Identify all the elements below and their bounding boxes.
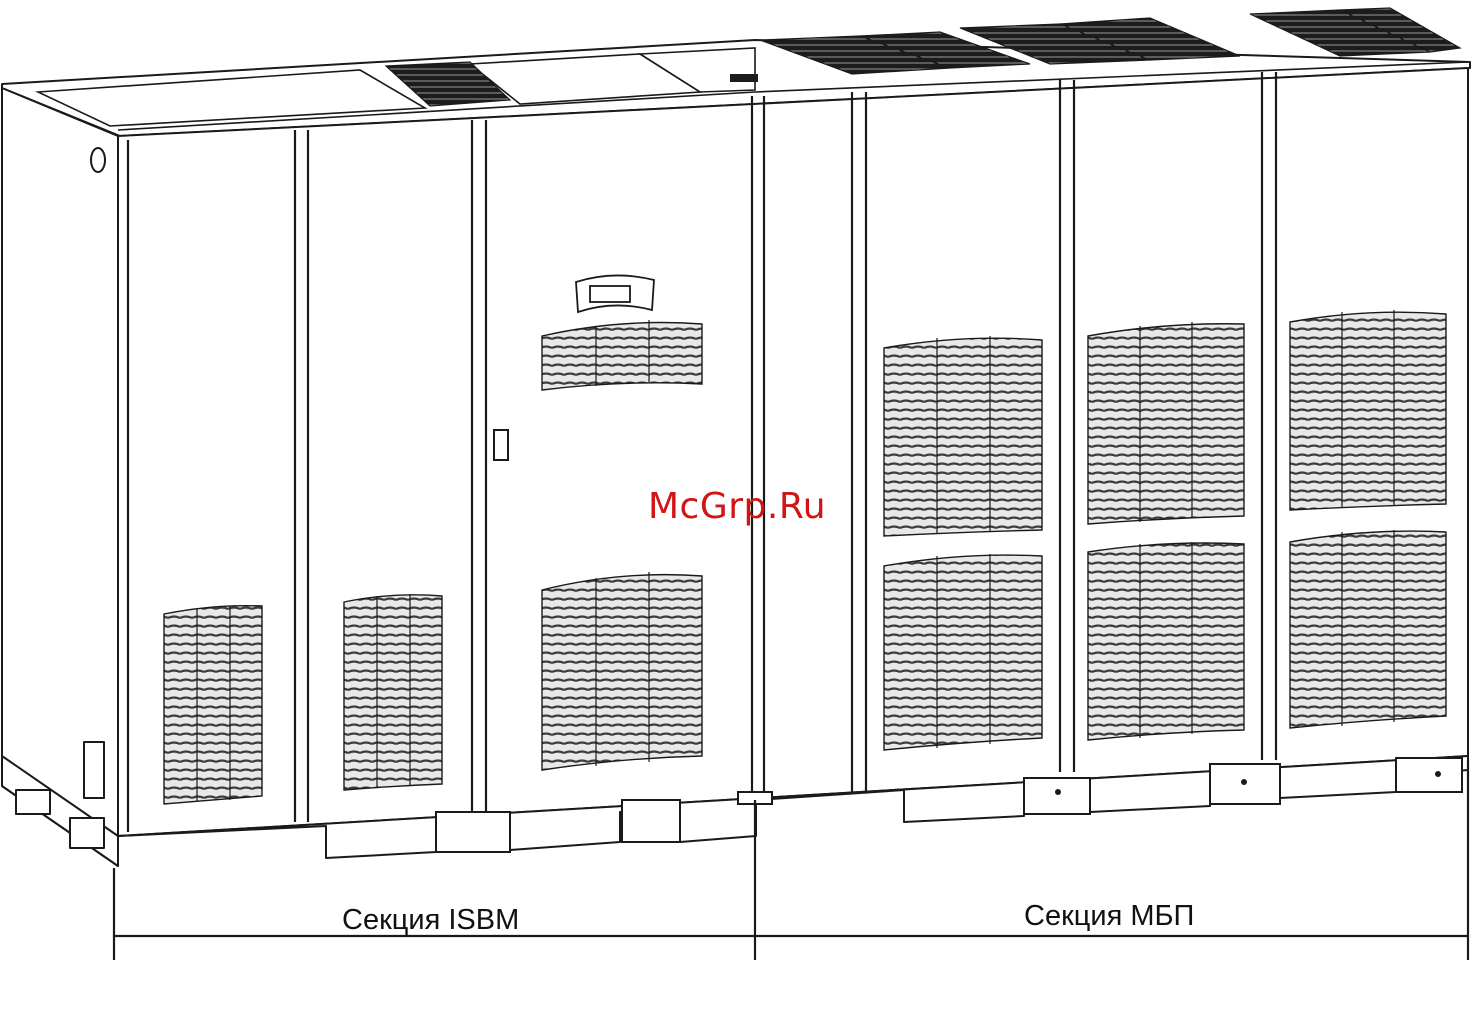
cabinet-front [118, 68, 1468, 836]
forklift-slot-left-1 [16, 790, 50, 814]
grille-main-bottom [542, 575, 702, 770]
grille-ups1-top [884, 338, 1042, 536]
section-label-isbm: Секция ISBM [342, 904, 519, 937]
side-cable-port [91, 148, 105, 172]
grille-ups3-top [1290, 312, 1446, 510]
forklift-slot-left-2 [70, 818, 104, 848]
section-label-ups: Секция МБП [1024, 900, 1194, 933]
grille-ups2-bottom [1088, 543, 1244, 740]
grille-main-top [542, 323, 702, 391]
grille-ups3-bottom [1290, 531, 1446, 728]
foot-1 [436, 812, 510, 852]
watermark-text: McGrp.Ru [648, 486, 826, 527]
door-handle [494, 430, 508, 460]
lcd-screen [590, 286, 630, 302]
grille-ups2-top [1088, 324, 1244, 524]
side-bracket [84, 742, 104, 798]
grille-isbm-2 [344, 595, 442, 790]
foot-3 [1024, 778, 1090, 814]
foot-2 [622, 800, 680, 842]
grille-isbm-1 [164, 606, 262, 804]
foot-5 [1396, 758, 1462, 792]
top-display-slot [730, 74, 758, 82]
grille-ups1-bottom [884, 555, 1042, 750]
